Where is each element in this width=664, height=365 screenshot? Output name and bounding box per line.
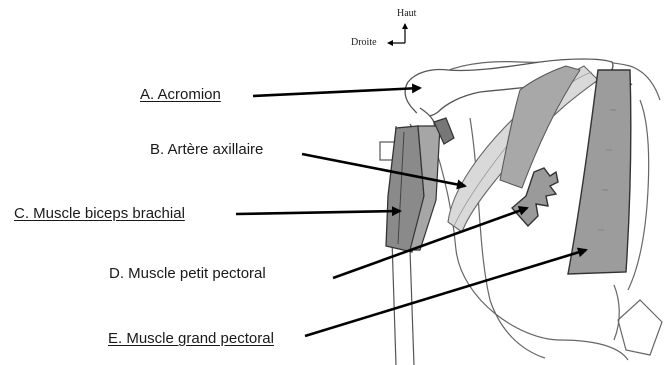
label-pectoralis-major: E. Muscle grand pectoral — [108, 330, 274, 348]
orientation-up-label: Haut — [397, 8, 416, 19]
orientation-right-label: Droite — [351, 37, 377, 48]
arrow-e — [305, 250, 586, 336]
label-biceps-brachial: C. Muscle biceps brachial — [14, 205, 185, 223]
arrow-c — [236, 211, 400, 214]
label-axillary-artery: B. Artère axillaire — [150, 141, 263, 159]
biceps-muscle — [386, 118, 454, 252]
orientation-compass — [388, 24, 405, 43]
label-pectoralis-minor: D. Muscle petit pectoral — [109, 265, 266, 283]
arrow-a — [253, 88, 420, 96]
pectoralis-major-muscle — [568, 70, 631, 274]
label-acromion: A. Acromion — [140, 86, 221, 104]
